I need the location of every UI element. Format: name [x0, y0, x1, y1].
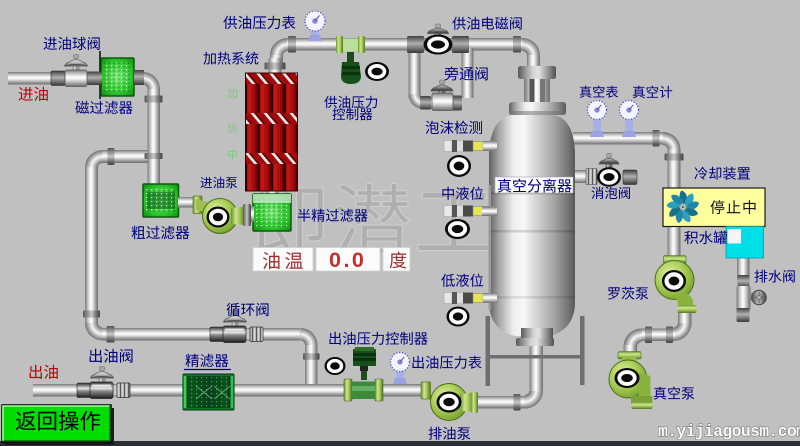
svg-text:m.yijiagousm.com: m.yijiagousm.com	[658, 422, 800, 441]
svg-text:0.0: 0.0	[329, 248, 366, 272]
